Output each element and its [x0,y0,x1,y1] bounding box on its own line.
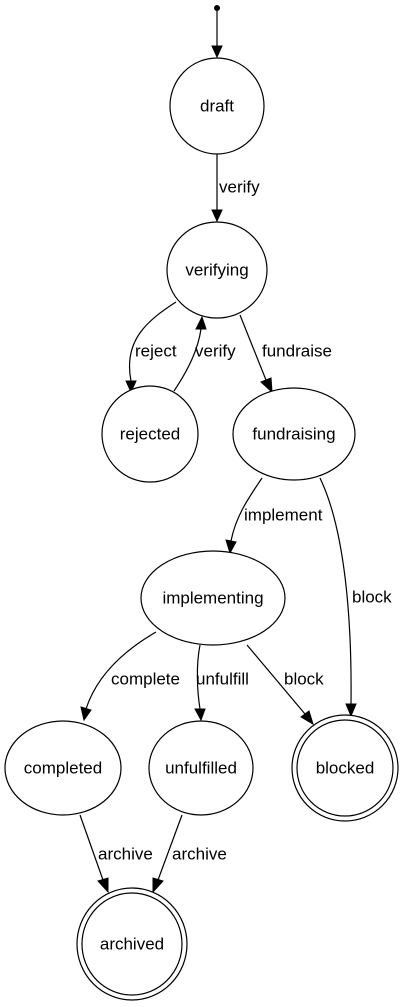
edge-implementing-blocked: block [246,644,324,726]
state-label-fundraising: fundraising [252,425,335,444]
edges: verify reject verify fundraise implement [79,8,392,894]
state-label-implementing: implementing [162,589,263,608]
edge-implementing-completed: complete [80,631,180,722]
state-verifying[interactable]: verifying [166,221,268,319]
state-rejected[interactable]: rejected [101,385,199,483]
edge-fundraising-blocked: block [319,477,392,718]
state-label-draft: draft [200,97,234,116]
edge-unfulfilled-archived: archive [152,814,227,894]
state-fundraising[interactable]: fundraising [232,387,356,481]
edge-label-complete: complete [111,670,180,689]
edge-label-block-1: block [352,588,392,607]
edge-start-draft [211,8,223,59]
state-label-rejected: rejected [120,425,180,444]
state-blocked[interactable]: blocked [291,714,399,822]
edge-label-unfulfill: unfulfill [196,670,249,689]
edge-label-archive-1: archive [98,845,153,864]
state-label-archived: archived [100,935,164,954]
edge-fundraising-implementing: implement [225,477,323,555]
edge-rejected-verifying: verify [173,315,236,392]
edge-label-block-2: block [284,670,324,689]
state-completed[interactable]: completed [4,720,122,816]
edge-label-archive-2: archive [172,845,227,864]
state-label-blocked: blocked [316,759,375,778]
edge-verifying-rejected: reject [125,301,177,394]
start-node [214,5,220,11]
edge-label-fundraise: fundraise [262,342,332,361]
edge-draft-verifying: verify [211,154,260,223]
state-label-completed: completed [24,759,102,778]
state-archived[interactable]: archived [76,887,188,1001]
edge-completed-archived: archive [79,814,153,894]
state-label-unfulfilled: unfulfilled [165,759,237,778]
edge-label-reject: reject [135,342,177,361]
edge-verifying-fundraising: fundraise [239,314,332,394]
nodes: draft verifying rejected fundraising imp… [4,5,399,1001]
state-draft[interactable]: draft [169,57,265,155]
state-implementing[interactable]: implementing [140,550,286,646]
edge-implementing-unfulfilled: unfulfill [194,644,249,722]
edge-label-verify-back: verify [195,342,236,361]
edge-label-verify: verify [219,178,260,197]
state-unfulfilled[interactable]: unfulfilled [148,720,254,816]
edge-label-implement: implement [244,506,323,525]
state-label-verifying: verifying [185,261,248,280]
